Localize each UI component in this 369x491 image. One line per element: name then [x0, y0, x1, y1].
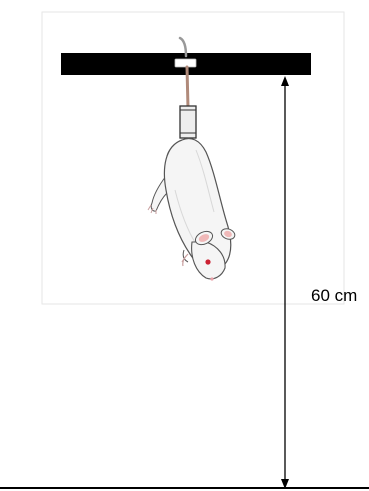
force-sensor-icon	[180, 106, 196, 138]
tail-clip-icon	[175, 59, 196, 67]
tail	[187, 67, 188, 108]
distance-label: 60 cm	[311, 287, 357, 304]
